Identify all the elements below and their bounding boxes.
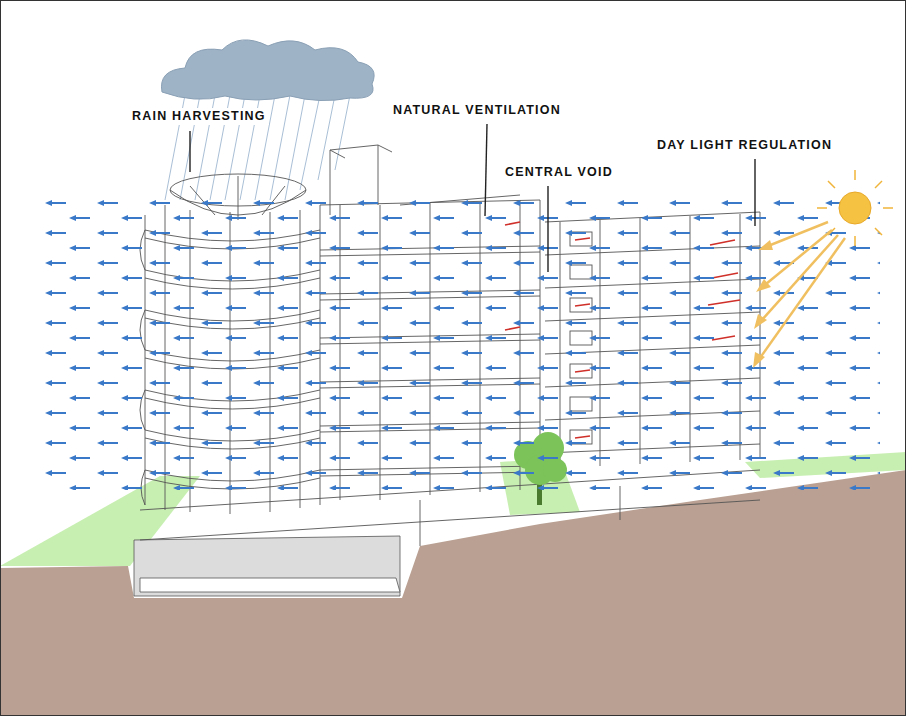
callout-label: DAY LIGHT REGULATION xyxy=(654,137,835,154)
callout-label: CENTRAL VOID xyxy=(502,164,616,181)
callout-label: RAIN HARVESTING xyxy=(129,108,269,125)
callout-label: NATURAL VENTILATION xyxy=(390,102,564,119)
